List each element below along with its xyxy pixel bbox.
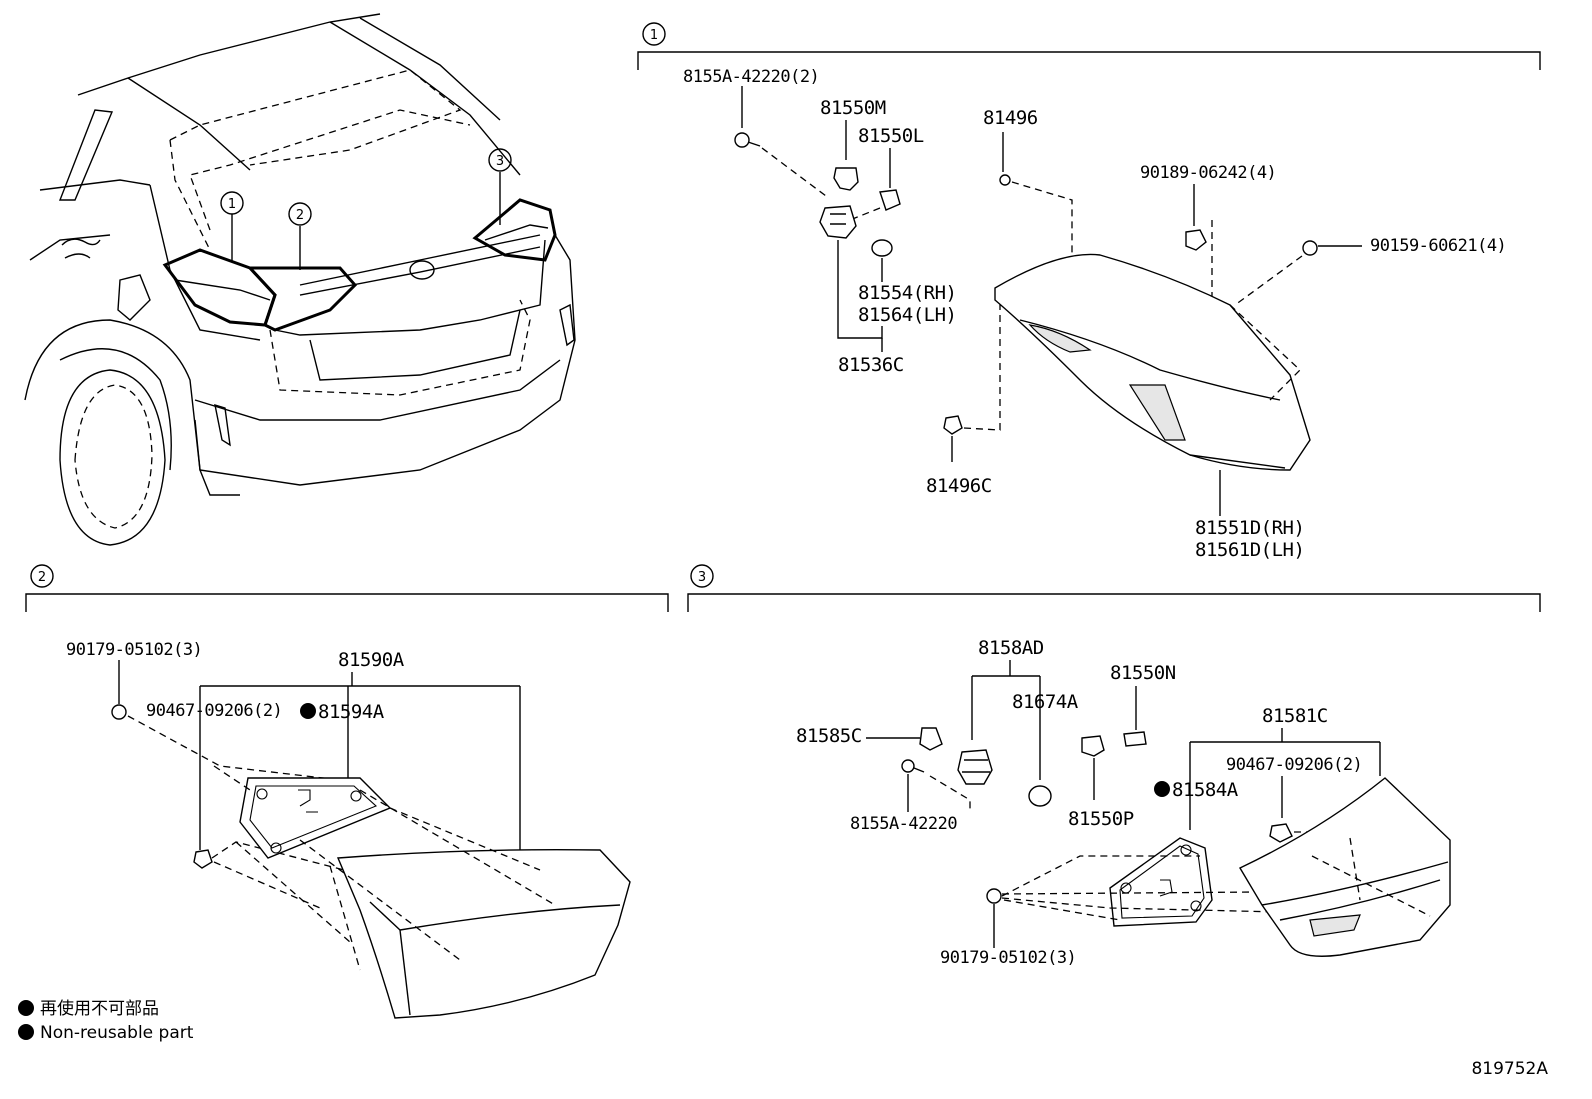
nut-90189-part [1185,184,1213,300]
section-3-badge [690,564,714,588]
label-81590A: 81590A [338,649,405,671]
socket-81550P-part [1081,735,1105,800]
label-81551D-rh: 81551D(RH) [1195,517,1304,539]
legend-english: Non-reusable part [40,1023,194,1043]
gasket-81584A-part [1109,837,1213,927]
callout-2-label: 2 [296,208,304,223]
socket-81536C-part [819,205,883,352]
bulb-81550N-part [1123,686,1147,747]
label-81585C: 81585C [796,725,862,747]
connector-81585C-part [866,727,943,751]
tail-lamp-81551D-part [994,253,1311,516]
bulb-81550M-part [833,120,859,191]
section-1-number: 1 [650,28,658,43]
callout-1-label: 1 [228,197,236,212]
nut-90179-part [111,660,341,781]
non-reusable-dot-s3 [1154,781,1170,797]
section-3: 3 8158AD 81550N 81674A 81581C 81585C 904… [687,564,1541,968]
garnish-81590A-part [235,789,631,1019]
label-81550P: 81550P [1068,808,1134,830]
label-81674A: 81674A [1012,691,1079,713]
section-3-number: 3 [698,570,706,585]
label-8158AD: 8158AD [978,637,1044,659]
label-8155A-42220-2: 8155A-42220(2) [683,67,819,87]
label-81536C: 81536C [838,354,904,376]
gasket-81554-part [871,239,893,282]
lamp-81581C-part [1239,777,1451,957]
label-81496: 81496 [983,107,1038,129]
legend-dot-jp [18,1000,34,1016]
screw-8155A-part [734,86,827,197]
label-8155A-42220: 8155A-42220 [850,814,957,834]
label-81550N: 81550N [1110,662,1176,684]
label-81594A: 81594A [318,701,385,723]
section-1-bracket [637,51,1541,70]
label-81581C: 81581C [1262,705,1328,727]
clip-81496C-part [943,300,1001,462]
label-81550M: 81550M [820,97,886,119]
label-81496C: 81496C [926,475,992,497]
nut-90179-s3-part [986,855,1281,948]
callout-1-circle [220,191,244,215]
callout-3-label: 3 [496,154,504,169]
section-2-number: 2 [38,570,46,585]
label-90189-06242-4: 90189-06242(4) [1140,163,1276,183]
label-81554-rh: 81554(RH) [858,282,956,304]
section-2: 2 90179-05102(3) 81590A 90467-09206(2) 8… [18,564,669,1043]
screw-90159-part [1234,240,1362,306]
diagram-id: 819752A [1471,1059,1548,1079]
section-3-bracket [687,593,1541,612]
label-90467-09206-2: 90467-09206(2) [146,701,282,721]
vehicle-overview: 1 2 3 [24,13,576,546]
label-90159-60621-4: 90159-60621(4) [1370,236,1506,256]
socket-8158AD-part [957,749,993,785]
callout-2-circle [288,202,312,226]
nut-81496-part [999,132,1096,296]
label-81564-lh: 81564(LH) [858,304,956,326]
label-81561D-lh: 81561D(LH) [1195,539,1304,561]
section-2-badge [30,564,54,588]
gasket-81594A-part [213,765,392,859]
callout-3-circle [488,148,512,172]
gasket-81674A-part [1028,785,1052,807]
screw-8155A-s3-part [901,759,971,812]
bulb-81550L-part [849,148,901,221]
label-90179-05102-3: 90179-05102(3) [66,640,202,660]
label-81550L: 81550L [858,125,924,147]
legend-japanese: 再使用不可部品 [40,998,159,1019]
legend-dot-en [18,1024,34,1040]
label-90179-05102-3-s3: 90179-05102(3) [940,948,1076,968]
non-reusable-dot [300,703,316,719]
label-81584A: 81584A [1172,779,1239,801]
section-2-bracket [25,593,669,612]
label-90467-09206-2-s3: 90467-09206(2) [1226,755,1362,775]
section-1: 1 8155A-42220(2) 81550M 81550L 81496 901… [637,22,1541,561]
section-1-badge [642,22,666,46]
